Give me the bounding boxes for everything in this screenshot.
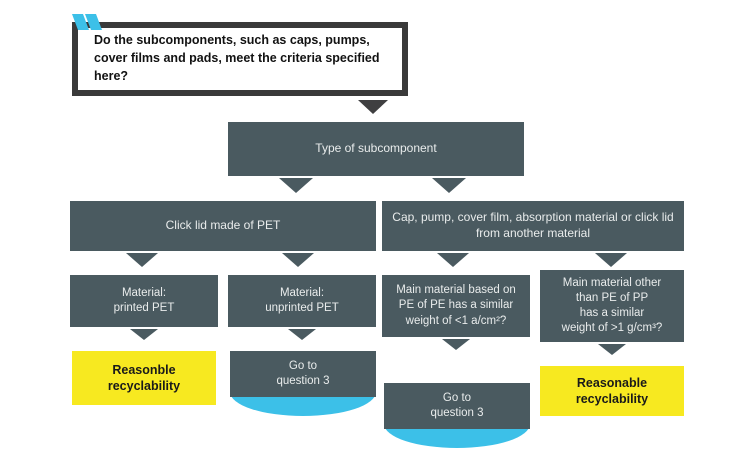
node-main-material-other-label: Main material other than PE of PP has a … bbox=[561, 276, 663, 335]
arrow-clicklid-to-printed bbox=[126, 253, 158, 267]
question-text: Do the subcomponents, such as caps, pump… bbox=[94, 32, 380, 84]
node-go-to-question3-left-label: Go to question 3 bbox=[276, 359, 330, 387]
node-material-unprinted-pet: Material: unprinted PET bbox=[228, 275, 376, 327]
node-material-printed-pet-label: Material: printed PET bbox=[113, 286, 175, 314]
node-cap-pump-other-label: Cap, pump, cover film, absorption materi… bbox=[392, 210, 674, 240]
arrow-question-to-type bbox=[358, 100, 388, 114]
result-reasonble-recyclability-label: Reasonble recyclability bbox=[107, 362, 181, 394]
arrow-cap-to-main-other bbox=[595, 253, 627, 267]
result-reasonable-recyclability-label: Reasonable recyclability bbox=[575, 375, 649, 407]
node-go-to-question3-left: Go to question 3 bbox=[230, 351, 376, 397]
arrow-type-to-clicklid bbox=[279, 178, 313, 193]
node-main-material-pe: Main material based on PE of PE has a si… bbox=[382, 275, 530, 337]
node-click-lid-pet: Click lid made of PET bbox=[70, 201, 376, 251]
result-reasonble-recyclability: Reasonble recyclability bbox=[72, 351, 216, 405]
arrow-unprinted-to-question3 bbox=[288, 329, 316, 340]
arrow-type-to-cap bbox=[432, 178, 466, 193]
node-main-material-other: Main material other than PE of PP has a … bbox=[540, 270, 684, 342]
arrow-clicklid-to-unprinted bbox=[282, 253, 314, 267]
arrow-cap-to-main-pe bbox=[437, 253, 469, 267]
result-reasonable-recyclability: Reasonable recyclability bbox=[540, 366, 684, 416]
node-go-to-question3-mid: Go to question 3 bbox=[384, 383, 530, 429]
node-main-material-pe-label: Main material based on PE of PE has a si… bbox=[396, 284, 516, 327]
node-type-of-subcomponent: Type of subcomponent bbox=[228, 122, 524, 176]
cyan-chevron-logo-icon bbox=[72, 14, 106, 30]
node-material-printed-pet: Material: printed PET bbox=[70, 275, 218, 327]
node-material-unprinted-pet-label: Material: unprinted PET bbox=[265, 286, 339, 314]
arrow-printed-to-result bbox=[130, 329, 158, 340]
arrow-mainpe-to-question3 bbox=[442, 339, 470, 350]
node-cap-pump-other: Cap, pump, cover film, absorption materi… bbox=[382, 201, 684, 251]
node-click-lid-pet-label: Click lid made of PET bbox=[165, 218, 281, 233]
node-go-to-question3-mid-label: Go to question 3 bbox=[430, 391, 484, 419]
arrow-mainother-to-result bbox=[598, 344, 626, 355]
question-banner: Do the subcomponents, such as caps, pump… bbox=[72, 22, 408, 96]
node-type-of-subcomponent-label: Type of subcomponent bbox=[315, 141, 437, 156]
